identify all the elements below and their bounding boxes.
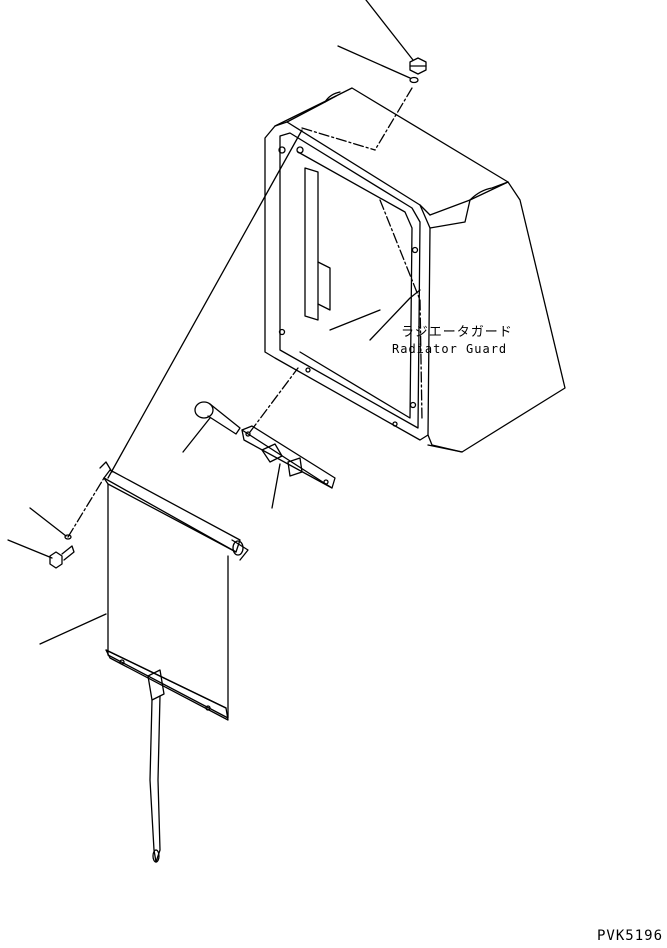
leader-line-bolt	[365, 0, 414, 61]
leader-line-side-washer	[29, 507, 67, 537]
leader-line-knob	[182, 417, 211, 453]
leader-line-washer	[337, 45, 411, 79]
centerline-side-bolt	[67, 477, 105, 538]
latch-bracket	[241, 425, 336, 489]
top-bolt	[409, 57, 427, 84]
leader-line-latch-pin	[271, 463, 281, 509]
leader-line-side-bolt	[7, 539, 53, 559]
drawing-code: PVK5196	[597, 928, 663, 943]
side-bolt	[49, 534, 75, 569]
centerline-latch	[249, 367, 299, 433]
latch-knob	[194, 401, 241, 435]
leader-line-screen	[39, 613, 107, 645]
label-radiator-guard-en: Radiator Guard	[392, 342, 507, 356]
centerline-screen	[107, 129, 303, 479]
radiator-guard-housing	[264, 87, 566, 453]
roller-screen	[99, 461, 249, 863]
label-radiator-guard-jp: ラジエータガード	[401, 325, 513, 340]
